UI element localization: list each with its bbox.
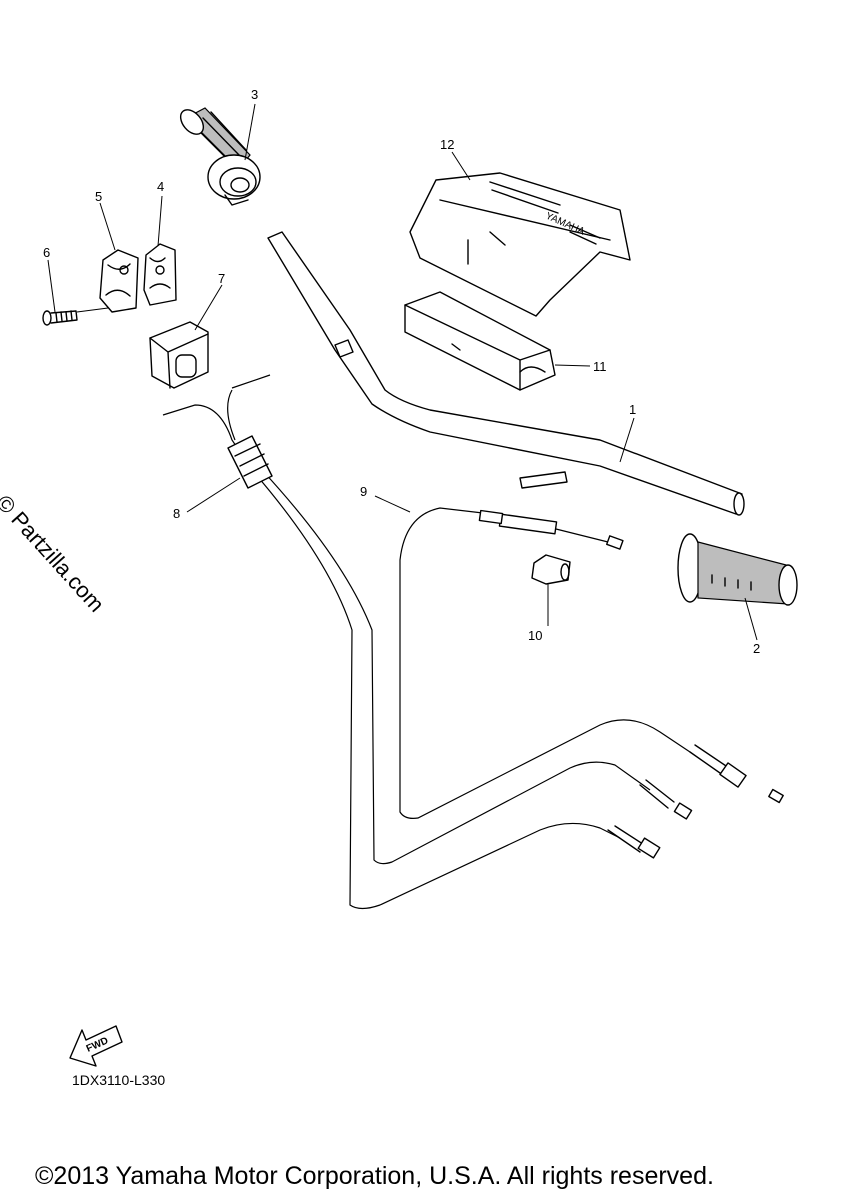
handlebar-cover-12: YAMAHA	[409, 172, 631, 317]
callout-1: 1	[629, 402, 636, 417]
copyright-notice: ©2013 Yamaha Motor Corporation, U.S.A. A…	[35, 1162, 714, 1190]
cable-9	[399, 507, 784, 819]
holder-4	[143, 243, 177, 306]
diagram-code: 1DX3110-L330	[72, 1072, 166, 1088]
callout-8: 8	[173, 506, 180, 521]
holder-5	[99, 249, 139, 313]
throttle-cable-8	[162, 374, 693, 910]
leader-lines	[47, 103, 758, 641]
switch-7	[149, 321, 209, 389]
callout-5: 5	[95, 189, 102, 204]
adjuster-10	[531, 554, 571, 585]
callout-4: 4	[157, 179, 164, 194]
callout-2: 2	[753, 641, 760, 656]
callout-10: 10	[528, 628, 542, 643]
grip-2	[677, 533, 798, 606]
callout-6: 6	[43, 245, 50, 260]
callout-12: 12	[440, 137, 454, 152]
screw-6	[42, 310, 78, 326]
callout-11: 11	[593, 359, 607, 374]
handlebar	[267, 231, 745, 516]
fwd-arrow-icon: FWD	[69, 1025, 123, 1067]
pad-11	[404, 291, 556, 391]
callout-9: 9	[360, 484, 367, 499]
throttle-grip	[179, 107, 261, 206]
callout-7: 7	[218, 271, 225, 286]
callout-3: 3	[251, 87, 258, 102]
